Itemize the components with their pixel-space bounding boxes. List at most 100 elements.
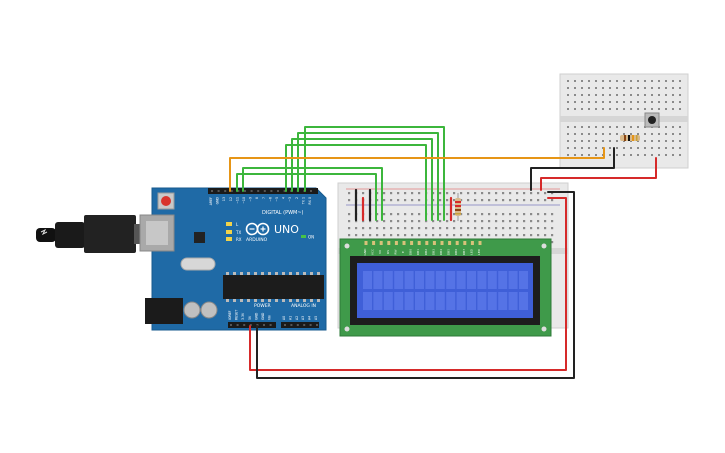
lcd-pin bbox=[402, 241, 406, 245]
breadboard-hole bbox=[502, 213, 505, 216]
lcd-pin bbox=[425, 241, 429, 245]
mini-breadboard-hole bbox=[679, 147, 681, 149]
mini-breadboard-hole bbox=[581, 140, 583, 142]
breadboard-hole bbox=[439, 220, 442, 223]
header-hole bbox=[230, 190, 233, 192]
lcd-mount-hole bbox=[344, 243, 350, 249]
digital-header bbox=[208, 188, 318, 194]
breadboard-hole bbox=[530, 199, 533, 202]
mini-breadboard-hole bbox=[644, 94, 646, 96]
breadboard-hole bbox=[467, 220, 470, 223]
mini-breadboard-hole bbox=[665, 87, 667, 89]
mini-breadboard-hole bbox=[679, 94, 681, 96]
breadboard-hole bbox=[355, 234, 358, 237]
breadboard-hole bbox=[544, 234, 547, 237]
lcd-pin bbox=[364, 241, 368, 245]
wire-black-mini[interactable] bbox=[530, 147, 615, 191]
breadboard-hole bbox=[404, 220, 407, 223]
mini-breadboard-hole bbox=[567, 126, 569, 128]
mini-breadboard-hole bbox=[679, 154, 681, 156]
lcd-cell bbox=[446, 292, 456, 310]
breadboard-hole bbox=[383, 192, 386, 195]
breadboard-hole bbox=[474, 220, 477, 223]
breadboard-hole bbox=[509, 227, 512, 230]
usb-plug-grip bbox=[84, 215, 136, 253]
mini-breadboard-hole bbox=[574, 147, 576, 149]
lcd-pin-label: LED bbox=[477, 248, 481, 255]
breadboard-hole bbox=[523, 234, 526, 237]
mini-breadboard-hole bbox=[665, 154, 667, 156]
breadboard-hole bbox=[348, 227, 351, 230]
analog-pin-label: A4 bbox=[308, 316, 312, 320]
arduino-uno-board[interactable]: L TX RX UNO ARDUINO ON DIGITAL (PWM~) PO… bbox=[139, 187, 327, 331]
mini-breadboard-hole bbox=[602, 94, 604, 96]
breadboard-hole bbox=[516, 213, 519, 216]
analog-pin-label: A0 bbox=[282, 316, 286, 320]
wire-green-d4[interactable] bbox=[291, 138, 433, 221]
mini-breadboard-hole bbox=[637, 154, 639, 156]
breadboard-hole bbox=[439, 234, 442, 237]
wire-green-d11[interactable] bbox=[242, 167, 383, 221]
lcd-pin-label: RW bbox=[393, 250, 397, 255]
mini-breadboard-hole bbox=[574, 87, 576, 89]
chip-pin bbox=[317, 299, 320, 302]
wire-red-mini[interactable] bbox=[540, 157, 657, 191]
header-hole bbox=[244, 190, 246, 192]
mini-breadboard-hole bbox=[588, 126, 590, 128]
breadboard-hole bbox=[404, 199, 407, 202]
lcd-cell bbox=[425, 292, 435, 310]
mini-breadboard-hole bbox=[595, 147, 597, 149]
header-hole bbox=[303, 324, 306, 326]
chip-pin bbox=[254, 272, 257, 275]
wire-orange-button[interactable] bbox=[229, 147, 605, 192]
breadboard-hole bbox=[467, 213, 470, 216]
mini-breadboard-hole bbox=[637, 80, 639, 82]
reset-button-cap[interactable] bbox=[161, 196, 171, 206]
mini-breadboard-hole bbox=[644, 154, 646, 156]
lcd-cell bbox=[508, 271, 518, 289]
lcd-cell bbox=[477, 271, 487, 289]
breadboard-hole bbox=[453, 227, 456, 230]
mini-breadboard-hole bbox=[630, 108, 632, 110]
chip-pin bbox=[303, 299, 306, 302]
mini-breadboard-hole bbox=[609, 154, 611, 156]
mini-breadboard-hole bbox=[651, 80, 653, 82]
header-hole bbox=[250, 190, 253, 192]
mini-breadboard-hole bbox=[609, 126, 611, 128]
mini-breadboard-channel bbox=[560, 116, 688, 122]
usb-cable-strain-relief bbox=[36, 228, 56, 242]
breadboard-hole bbox=[432, 213, 435, 216]
led-rx bbox=[226, 237, 232, 241]
header-hole bbox=[211, 190, 213, 192]
breadboard-hole bbox=[523, 220, 526, 223]
digital-pin-label: ~6 bbox=[268, 197, 272, 202]
analog-pin-label: A5 bbox=[314, 316, 318, 320]
breadboard-hole bbox=[404, 192, 407, 195]
breadboard-hole bbox=[425, 227, 428, 230]
wire-green-d12[interactable] bbox=[236, 173, 377, 221]
wire-green-d3[interactable] bbox=[297, 132, 439, 221]
power-header bbox=[228, 322, 276, 328]
wire-red-5v[interactable] bbox=[249, 197, 567, 371]
mini-breadboard-hole bbox=[665, 94, 667, 96]
breadboard-hole bbox=[495, 234, 498, 237]
mini-breadboard-hole bbox=[574, 126, 576, 128]
chip-pin bbox=[275, 272, 278, 275]
mini-breadboard-hole bbox=[623, 154, 625, 156]
breadboard-hole bbox=[467, 192, 470, 195]
breadboard-hole bbox=[397, 192, 400, 195]
header-hole bbox=[309, 324, 312, 326]
lcd-cell bbox=[456, 271, 466, 289]
wire-black-gnd[interactable] bbox=[256, 191, 575, 379]
mini-breadboard-hole bbox=[588, 80, 590, 82]
pushbutton-cap[interactable] bbox=[648, 116, 656, 124]
lcd-cell bbox=[435, 292, 445, 310]
mini-breadboard-hole bbox=[595, 80, 597, 82]
lcd-cell bbox=[415, 292, 424, 310]
mini-breadboard-hole bbox=[609, 101, 611, 103]
digital-pin-label: 2 bbox=[295, 197, 299, 199]
header-hole bbox=[310, 190, 312, 192]
mini-breadboard-hole bbox=[595, 126, 597, 128]
mini-breadboard-hole bbox=[595, 140, 597, 142]
breadboard-hole bbox=[369, 234, 372, 237]
